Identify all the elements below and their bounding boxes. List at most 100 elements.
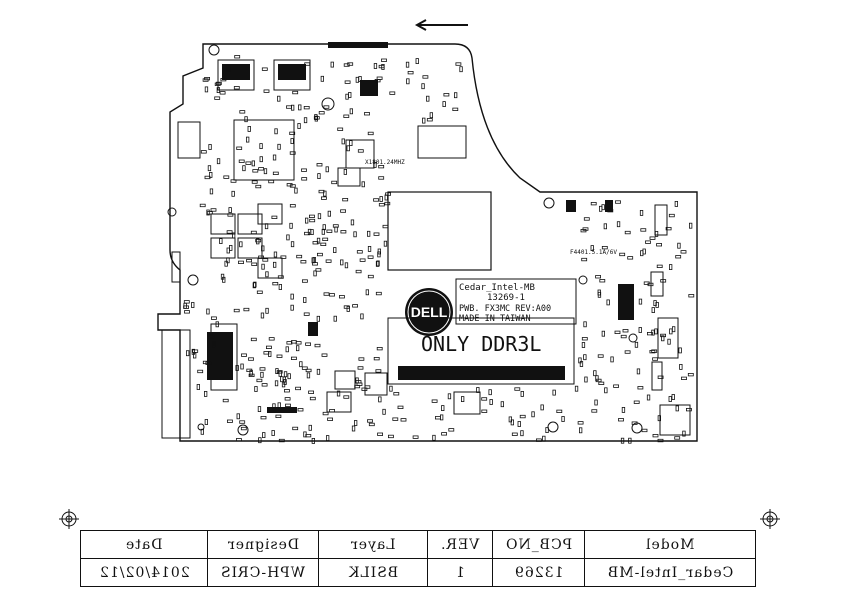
smd-part — [640, 228, 647, 232]
smd-part — [305, 368, 312, 373]
smd-part — [223, 175, 230, 179]
smd-part — [620, 437, 625, 444]
smd-part — [268, 179, 275, 184]
filled-components — [207, 42, 634, 413]
smd-part — [407, 71, 414, 75]
smd-part — [640, 250, 644, 257]
smd-part — [350, 219, 355, 226]
smd-part — [329, 293, 335, 297]
smd-part — [361, 387, 368, 391]
smd-part — [361, 181, 365, 188]
smd-part — [637, 386, 644, 390]
smd-part — [387, 434, 394, 439]
date-value: 2014/02/12 — [98, 564, 190, 581]
smd-part — [511, 432, 518, 436]
smd-part — [271, 430, 275, 436]
smd-part — [290, 138, 294, 145]
smd-part — [219, 238, 223, 245]
smd-part — [432, 434, 436, 441]
smd-part — [352, 304, 359, 308]
smd-part — [265, 271, 269, 278]
smd-part — [222, 398, 229, 403]
smd-part — [381, 64, 385, 70]
smd-part — [354, 384, 361, 389]
smd-part — [304, 62, 311, 66]
smd-part — [620, 334, 627, 339]
smd-part — [660, 333, 666, 338]
smd-part — [215, 321, 219, 328]
smd-part — [314, 343, 321, 348]
smd-part — [421, 83, 425, 90]
smd-part — [283, 379, 287, 385]
smd-part — [375, 260, 380, 267]
smd-part — [209, 171, 213, 178]
smd-part — [305, 433, 312, 438]
smd-part — [434, 416, 441, 420]
smd-part — [227, 213, 234, 217]
smd-part — [376, 346, 383, 351]
smd-part — [376, 260, 380, 267]
smd-part — [647, 331, 653, 336]
smd-part — [238, 159, 245, 163]
smd-part — [210, 208, 217, 212]
smd-part — [422, 117, 426, 124]
smd-part — [343, 63, 350, 67]
smd-part — [314, 115, 319, 122]
smd-part — [192, 349, 199, 353]
smd-part — [312, 241, 319, 245]
smd-part — [373, 232, 380, 236]
smd-part — [377, 432, 384, 436]
smd-part — [206, 308, 210, 315]
smd-part — [348, 92, 352, 98]
smd-part — [215, 81, 222, 86]
smd-part — [667, 338, 671, 345]
smd-part — [185, 350, 190, 357]
smd-part — [686, 407, 692, 412]
smd-part — [196, 384, 201, 390]
smd-part — [591, 409, 598, 413]
board-id-label-block: Cedar_Intel-MB 13269-1 PWB. FX3MC REV:A0… — [455, 278, 577, 325]
smd-part — [316, 237, 321, 244]
smd-part — [283, 389, 290, 393]
smd-part — [338, 295, 345, 299]
smd-part — [595, 275, 601, 279]
pwb-label: PWB. FX3MC REV:A00 — [459, 304, 551, 314]
smd-part — [356, 250, 363, 254]
smd-part — [258, 255, 265, 259]
smd-part — [202, 360, 209, 365]
smd-part — [316, 252, 323, 257]
smd-part — [367, 419, 373, 423]
smd-part — [251, 180, 258, 184]
smd-part — [235, 438, 242, 442]
smd-part — [622, 329, 629, 333]
smd-part — [301, 366, 308, 370]
smd-part — [378, 176, 385, 180]
smd-part — [346, 145, 350, 152]
smd-part — [183, 305, 190, 309]
smd-part — [316, 163, 323, 167]
smd-part — [256, 238, 260, 245]
smd-part — [301, 279, 308, 283]
mounting-holes — [167, 44, 643, 436]
smd-part — [200, 428, 205, 435]
smd-part — [290, 356, 297, 361]
smd-part — [238, 260, 244, 265]
smd-part — [300, 260, 307, 264]
smd-part — [381, 58, 387, 62]
smd-part — [277, 143, 281, 150]
smd-part — [297, 408, 304, 412]
smd-part — [294, 187, 298, 194]
smd-part — [235, 365, 239, 371]
smd-part — [604, 387, 608, 394]
smd-part — [355, 269, 362, 274]
smd-part — [290, 304, 294, 311]
smd-part — [274, 128, 278, 135]
smd-part — [448, 428, 455, 432]
pcb-number-value: 13269 — [513, 564, 564, 581]
smd-part — [264, 223, 269, 230]
smd-part — [289, 131, 296, 136]
smd-part — [594, 399, 598, 406]
smd-part — [595, 375, 599, 382]
smd-part — [654, 230, 659, 237]
smd-part — [628, 437, 632, 444]
